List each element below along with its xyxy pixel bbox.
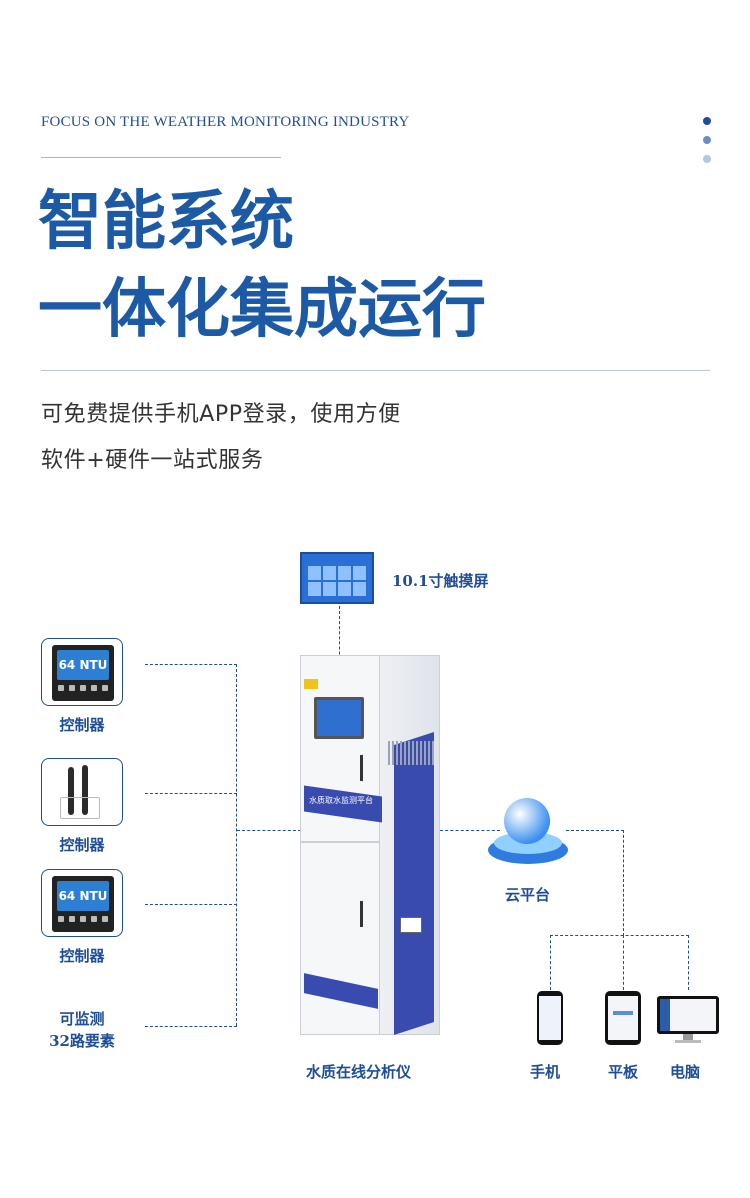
analyzer-label: 水质在线分析仪	[306, 1063, 412, 1081]
connector-monitor	[145, 1026, 237, 1027]
tagline: FOCUS ON THE WEATHER MONITORING INDUSTRY	[41, 114, 410, 130]
tagline-divider	[41, 157, 281, 158]
sensor-probe-image	[41, 758, 123, 826]
connector-controller-2	[145, 793, 237, 794]
touchscreen-label: 10.1寸触摸屏	[392, 572, 489, 590]
computer-label: 电脑	[670, 1063, 701, 1081]
connector-to-cabinet	[237, 830, 301, 831]
connector-cabinet-cloud	[440, 830, 500, 831]
connector-trunk-right	[623, 830, 624, 936]
cloud-label: 云平台	[505, 886, 551, 904]
connector-controller-1	[145, 664, 237, 665]
connector-trunk-left	[236, 664, 237, 1026]
controller-label-3: 控制器	[59, 947, 105, 965]
controller-image-3: 64 NTU	[41, 869, 123, 937]
connector-tablet	[623, 935, 624, 990]
page-title-line2: 一体化集成运行	[38, 272, 486, 347]
touchscreen-connector	[339, 606, 340, 700]
computer-icon	[657, 996, 719, 1046]
connector-phone	[550, 935, 551, 990]
connector-devices-bar	[550, 935, 689, 936]
analyzer-cabinet: 水质取水监测平台	[300, 655, 440, 1035]
cloud-platform-icon	[486, 792, 570, 872]
touchscreen-image	[300, 552, 374, 604]
connector-cloud-right	[566, 830, 624, 831]
controller-image-1: 64 NTU	[41, 638, 123, 706]
controller-reading-1: 64 NTU	[57, 650, 109, 680]
pager-dot-1	[703, 117, 711, 125]
monitor-label-line1: 可监测	[59, 1010, 105, 1028]
pager-dot-2	[703, 136, 711, 144]
cabinet-sign: 水质取水监测平台	[309, 796, 373, 805]
connector-computer	[688, 935, 689, 990]
page-title-line1: 智能系统	[38, 184, 294, 259]
controller-label-1: 控制器	[59, 716, 105, 734]
description-line1: 可免费提供手机APP登录，使用方便	[41, 402, 401, 427]
pager-dot-3	[703, 155, 711, 163]
section-divider	[41, 370, 710, 371]
tablet-label: 平板	[608, 1063, 639, 1081]
phone-label: 手机	[530, 1063, 561, 1081]
tablet-icon	[605, 991, 641, 1045]
controller-label-2: 控制器	[59, 836, 105, 854]
connector-controller-3	[145, 904, 237, 905]
phone-icon	[537, 991, 563, 1045]
monitor-label-line2: 32路要素	[49, 1032, 115, 1050]
description-line2: 软件+硬件一站式服务	[41, 448, 264, 473]
controller-reading-3: 64 NTU	[57, 881, 109, 911]
